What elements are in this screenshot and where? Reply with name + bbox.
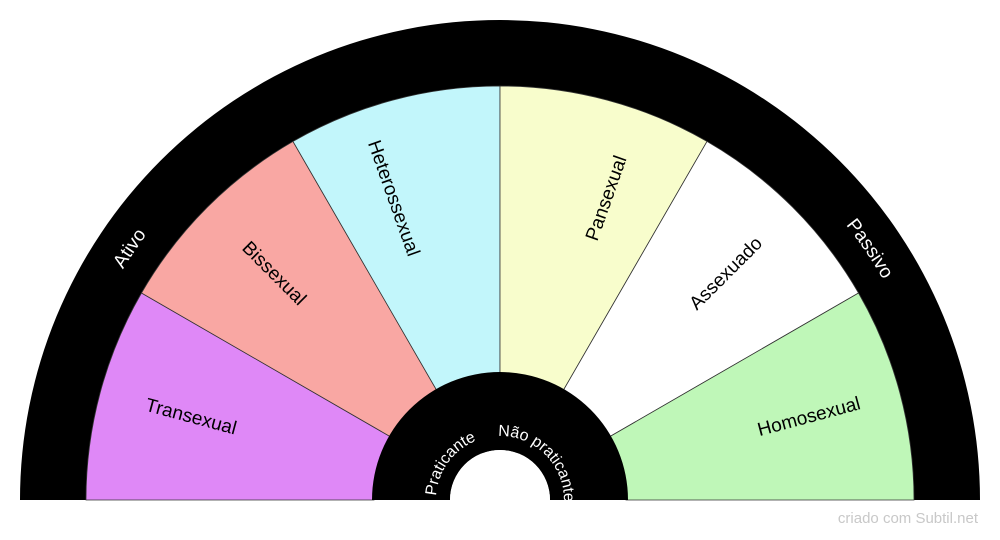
outer-ring: [20, 20, 980, 500]
inner-ring: [372, 372, 628, 500]
credit-footer: criado com Subtil.net: [837, 510, 978, 527]
center-hole: [450, 450, 550, 540]
